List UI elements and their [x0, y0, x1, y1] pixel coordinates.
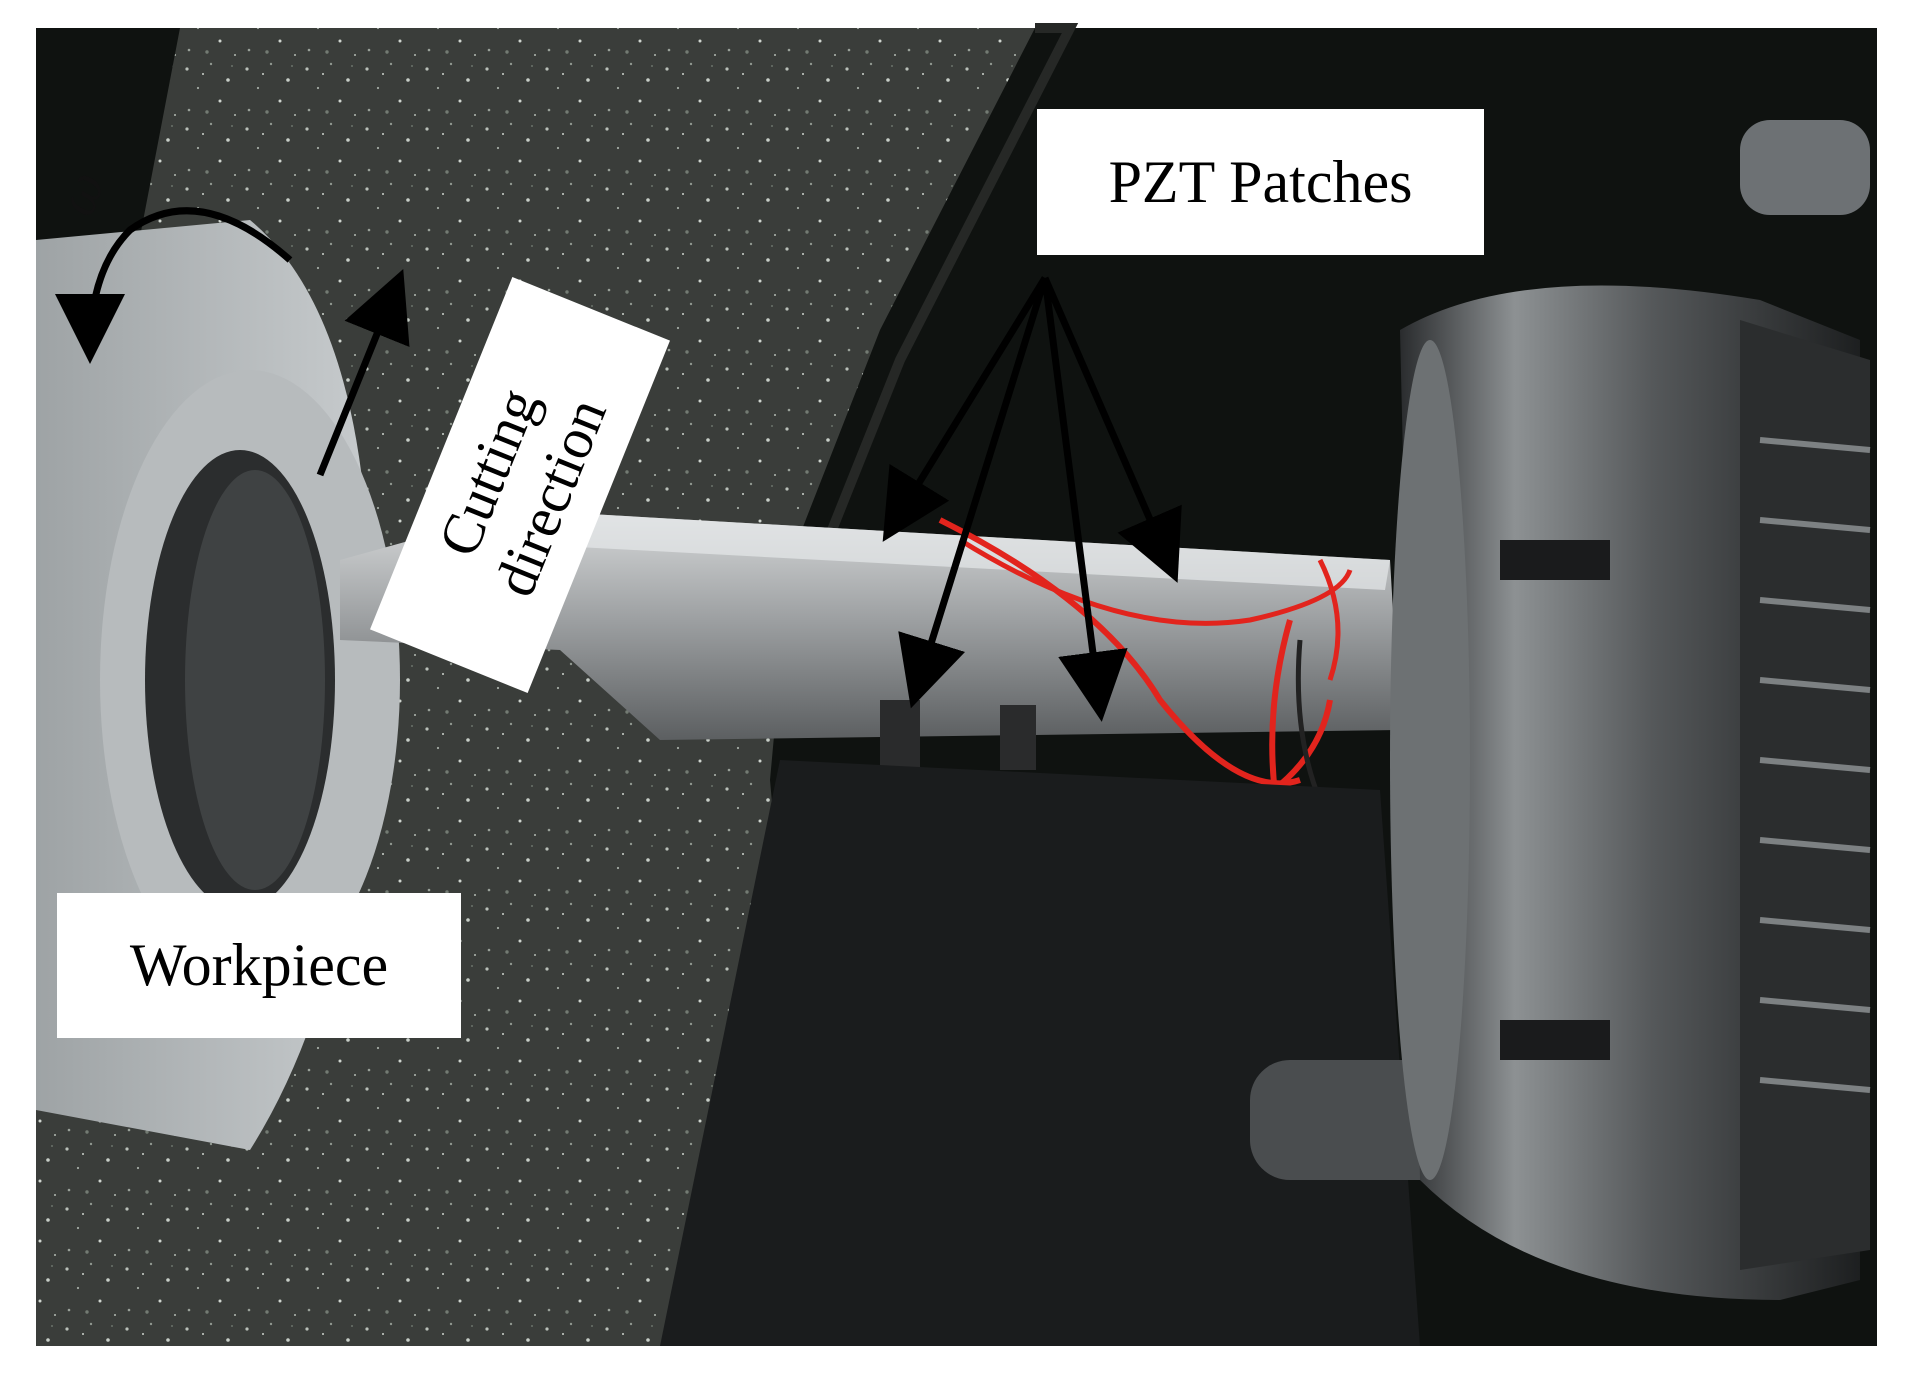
pzt-pointer-3 — [1041, 277, 1128, 722]
pzt-pointer-4 — [1041, 276, 1182, 583]
pzt-pointer-2 — [898, 276, 1049, 709]
annotation-arrows — [55, 207, 1182, 722]
collet-nut — [1390, 285, 1871, 1300]
tool-holder — [660, 760, 1420, 1346]
workpiece-label: Workpiece — [57, 893, 461, 1038]
screw — [1740, 120, 1870, 215]
photo-area — [36, 23, 1877, 1346]
rotation-arrow — [55, 207, 293, 364]
pzt-patches-label: PZT Patches — [1037, 109, 1484, 255]
pzt-pointer-1 — [882, 276, 1048, 542]
cutting-direction-arrow — [316, 269, 410, 477]
